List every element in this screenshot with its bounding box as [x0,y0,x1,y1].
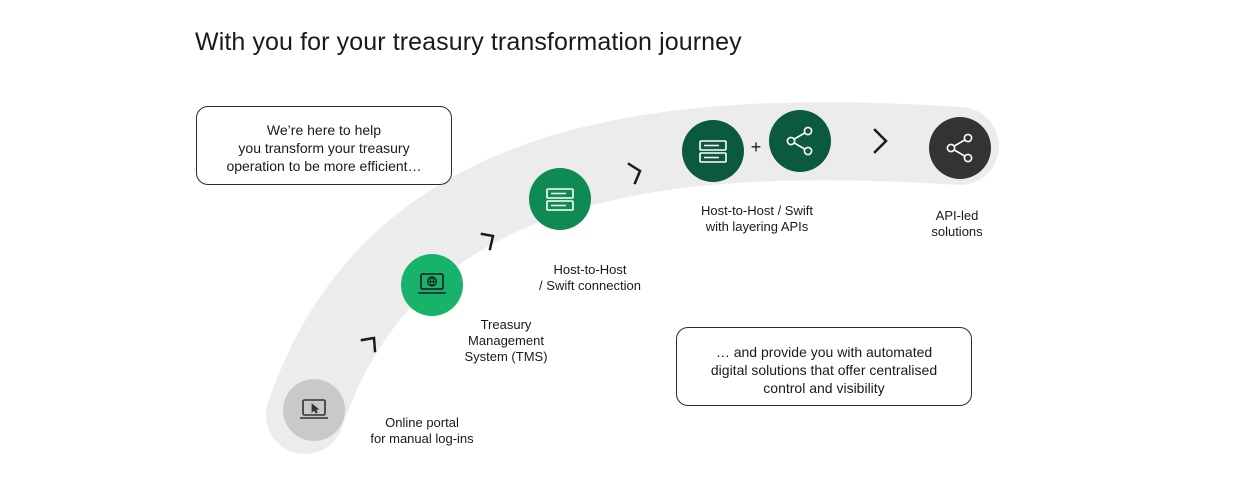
laptop-globe-icon [418,273,446,294]
step-label-line: Online portal [385,415,459,430]
step-host-to-host [529,168,591,230]
step-label-line: API-led [935,208,979,223]
step-label-host-to-host: Host-to-Host / Swift connection [530,262,650,294]
callout-line: operation to be more efficient… [226,158,422,174]
step-label-tms: Treasury Management System (TMS) [446,317,566,365]
step-label-line: solutions [931,224,983,239]
chevron-right-icon [480,232,495,251]
step-circle [769,110,831,172]
step-label-host-to-host-apis: Host-to-Host / Swift with layering APIs [682,203,832,235]
step-label-line: with layering APIs [705,219,809,234]
step-circle [929,117,991,179]
outro-callout: … and provide you with automated digital… [676,327,972,406]
step-circle [401,254,463,316]
page-title: With you for your treasury transformatio… [195,28,742,56]
server-icon [699,140,727,163]
plus-sign: + [751,137,762,157]
callout-line: … and provide you with automated [715,344,933,360]
step-label-line: System (TMS) [464,349,548,364]
callout-line: We’re here to help [266,122,382,138]
step-label-line: / Swift connection [539,278,641,293]
intro-callout: We’re here to help you transform your tr… [196,106,452,185]
callout-line: you transform your treasury [238,140,410,156]
chevron-right-icon [627,162,642,185]
step-host-to-host-apis: + [682,110,831,182]
step-label-line: for manual log-ins [370,431,474,446]
share-icon [786,126,813,156]
laptop-cursor-icon [300,399,328,419]
chevron-right-icon [360,336,377,353]
callout-line: digital solutions that offer centralised [710,362,938,378]
chevron-right-icon [873,128,888,154]
server-icon [546,188,574,211]
step-api-led [929,117,991,179]
step-label-line: Management [468,333,544,348]
step-online-portal [283,379,345,441]
step-label-line: Host-to-Host / Swift [701,203,813,218]
callout-line: control and visibility [763,380,885,396]
step-tms [401,254,463,316]
step-label-line: Host-to-Host [553,262,627,277]
step-label-line: Treasury [480,317,532,332]
step-circle [529,168,591,230]
share-icon [946,133,973,163]
step-label-online-portal: Online portal for manual log-ins [362,415,482,447]
step-label-api-led: API-led solutions [897,208,1017,240]
step-circle [682,120,744,182]
